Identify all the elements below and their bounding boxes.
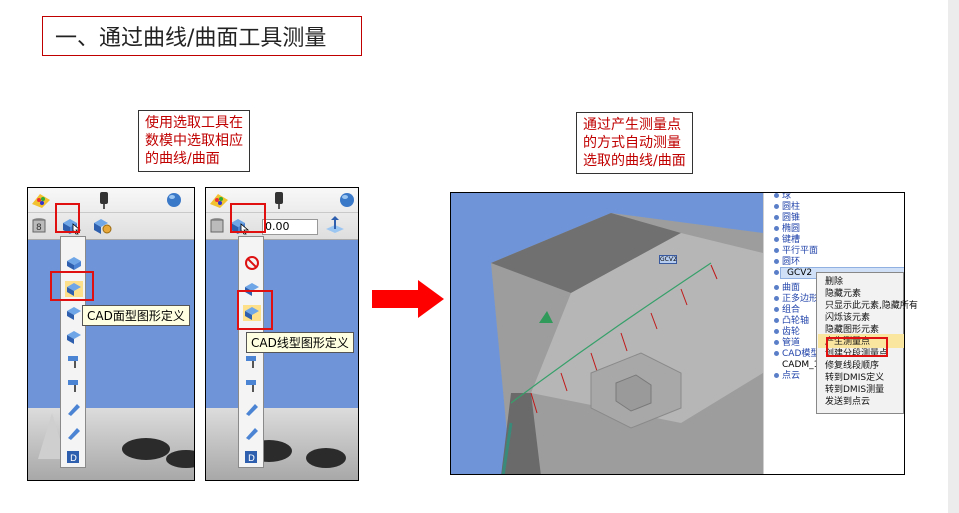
hole-shape xyxy=(166,450,194,468)
toolbar: 0.00 xyxy=(206,188,358,240)
3d-viewport[interactable] xyxy=(206,240,358,480)
right-arrow-icon xyxy=(372,280,444,318)
tool-d-icon[interactable]: D xyxy=(65,449,83,465)
tooltip: CAD线型图形定义 xyxy=(246,332,354,353)
svg-text:8: 8 xyxy=(36,223,42,233)
tool-pen-icon[interactable] xyxy=(65,425,83,441)
tree-item[interactable]: 组合 xyxy=(774,305,800,315)
tree-item[interactable]: 齿轮 xyxy=(774,327,800,337)
tool-cube-icon[interactable] xyxy=(65,255,83,271)
selection-highlight xyxy=(50,271,94,301)
tree-item[interactable]: 键槽 xyxy=(774,235,800,245)
tree-item[interactable]: 圆柱 xyxy=(774,202,800,212)
bin-icon[interactable]: 8 xyxy=(30,215,52,235)
svg-text:D: D xyxy=(248,454,255,464)
tree-item[interactable]: CADM_1 xyxy=(782,360,820,370)
slide-title: 一、通过曲线/曲面工具测量 xyxy=(42,16,362,56)
callout-line: 数模中选取相应 xyxy=(145,133,243,149)
gcv2-tag[interactable]: GCV2 xyxy=(659,255,677,264)
value-input[interactable]: 0.00 xyxy=(262,219,318,235)
probe-icon[interactable] xyxy=(93,190,115,210)
tree-item[interactable]: 凸轮轴 xyxy=(774,316,809,326)
menu-item-fix-order[interactable]: 修复线段顺序 xyxy=(825,361,880,371)
menu-item-hide[interactable]: 隐藏元素 xyxy=(825,289,862,299)
probe-icon[interactable] xyxy=(268,190,290,210)
tree-item[interactable]: 管道 xyxy=(774,338,800,348)
selection-highlight xyxy=(55,203,80,233)
bin-icon[interactable] xyxy=(208,215,230,235)
tree-item[interactable]: 圆环 xyxy=(774,257,800,267)
menu-item-hide-graphic[interactable]: 隐藏图形元素 xyxy=(825,325,880,335)
tree-item[interactable]: 点云 xyxy=(774,371,800,381)
tool-hammer-icon[interactable] xyxy=(243,353,261,369)
callout-line: 使用选取工具在 xyxy=(145,115,243,131)
3d-viewport[interactable] xyxy=(28,240,194,480)
menu-item-blink[interactable]: 闪烁该元素 xyxy=(825,313,871,323)
sphere-icon[interactable] xyxy=(163,190,185,210)
callout-line: 选取的曲线/曲面 xyxy=(583,153,686,169)
tool-flyout: D xyxy=(60,236,86,468)
tool-hammer-icon[interactable] xyxy=(243,377,261,393)
tooltip: CAD面型图形定义 xyxy=(82,305,190,326)
sphere-icon[interactable] xyxy=(336,190,358,210)
tool-cad-surface-icon[interactable] xyxy=(65,281,83,297)
tree-item[interactable]: 平行平面 xyxy=(774,246,818,256)
tree-item[interactable]: 正多边形 xyxy=(774,294,818,304)
callout-select-tool: 使用选取工具在 数模中选取相应 的曲线/曲面 xyxy=(138,110,250,172)
menu-item-delete[interactable]: 删除 xyxy=(825,277,844,287)
callout-line: 的方式自动测量 xyxy=(583,135,681,151)
tool-pen-icon[interactable] xyxy=(243,401,261,417)
plane-axis-icon[interactable] xyxy=(324,215,346,235)
callout-line: 通过产生测量点 xyxy=(583,117,681,133)
context-menu: 删除 隐藏元素 只显示此元素,隐藏所有 闪烁该元素 隐藏图形元素 产生测量点 创… xyxy=(816,272,918,414)
palette-icon[interactable] xyxy=(208,190,230,210)
software-panel-curve: 0.00 xyxy=(205,187,359,481)
menu-item-generate-points[interactable]: 产生测量点 xyxy=(825,337,871,347)
menu-item-send-pointcloud[interactable]: 发送到点云 xyxy=(825,397,871,407)
selection-highlight xyxy=(237,290,273,330)
tool-d-icon[interactable]: D xyxy=(243,449,261,465)
callout-line: 的曲线/曲面 xyxy=(145,151,220,167)
svg-text:D: D xyxy=(70,454,77,464)
selection-highlight xyxy=(826,337,888,357)
menu-item-segment-points[interactable]: 创建分段测量点 xyxy=(825,349,889,359)
tool-pen-icon[interactable] xyxy=(243,425,261,441)
menu-item-show-only[interactable]: 只显示此元素,隐藏所有 xyxy=(825,301,918,311)
menu-item-dmis-definition[interactable]: 转到DMIS定义 xyxy=(825,373,885,383)
hole-shape xyxy=(122,438,170,460)
settings-cad-icon[interactable] xyxy=(91,215,113,235)
3d-model-render xyxy=(491,213,763,474)
software-panel-surface: 8 xyxy=(27,187,195,481)
tool-pen-icon[interactable] xyxy=(65,401,83,417)
tool-cube-icon[interactable] xyxy=(65,305,83,321)
callout-generate-points: 通过产生测量点 的方式自动测量 选取的曲线/曲面 xyxy=(576,112,693,174)
tree-item[interactable]: 圆锥 xyxy=(774,213,800,223)
tree-item[interactable]: 椭圆 xyxy=(774,224,800,234)
tree-item[interactable]: 曲面 xyxy=(774,283,800,293)
vertical-scrollbar[interactable] xyxy=(948,0,959,513)
tool-cad-curve-icon[interactable] xyxy=(243,305,261,321)
hole-shape xyxy=(306,448,346,468)
tool-delete-icon[interactable] xyxy=(243,255,261,271)
tool-cube-icon[interactable] xyxy=(65,329,83,345)
menu-item-dmis-measure[interactable]: 转到DMIS测量 xyxy=(825,385,885,395)
tool-hammer-icon[interactable] xyxy=(65,377,83,393)
tree-item[interactable]: 球 xyxy=(774,193,791,201)
toolbar: 8 xyxy=(28,188,194,240)
palette-icon[interactable] xyxy=(30,190,52,210)
tool-hammer-icon[interactable] xyxy=(65,353,83,369)
selection-highlight xyxy=(230,203,266,233)
tree-item[interactable]: CAD模型 xyxy=(774,349,819,359)
